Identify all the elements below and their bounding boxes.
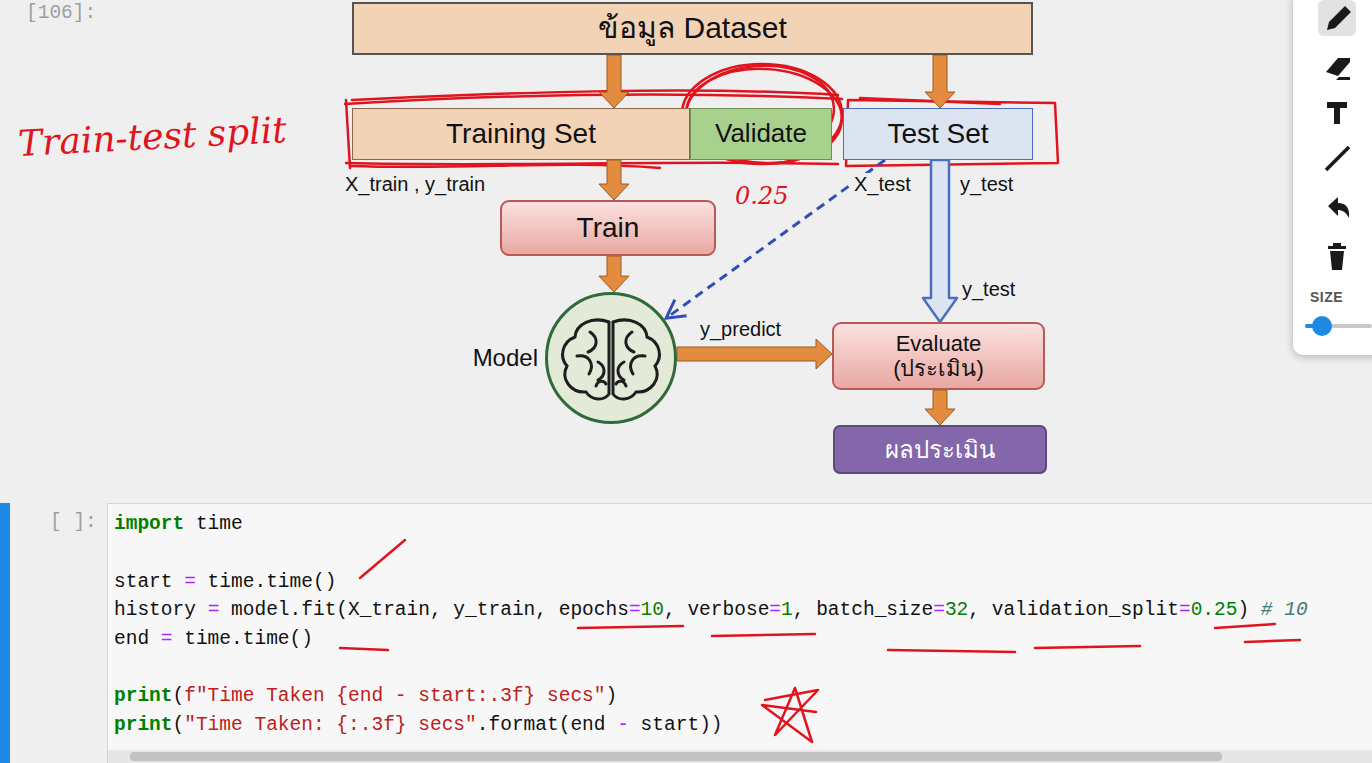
block-arrow xyxy=(599,55,629,108)
handwritten-note: Train-test split xyxy=(17,109,287,164)
test-set-box: Test Set xyxy=(843,108,1033,160)
scrollbar-thumb xyxy=(130,752,1222,761)
node-text: Model xyxy=(473,344,538,372)
toolbar-icons xyxy=(1305,0,1372,336)
node-text: ข้อมูล Dataset xyxy=(598,11,787,46)
code-line: start = time.time() xyxy=(114,569,336,595)
block-arrow xyxy=(599,160,629,200)
hollow-arrow xyxy=(923,160,957,322)
node-text: Test Set xyxy=(887,118,988,150)
connector xyxy=(677,339,832,369)
evaluate-box: Evaluate (ประเมิน) xyxy=(832,322,1045,390)
code-line: end = time.time() xyxy=(114,626,313,652)
code-line: import time xyxy=(114,511,243,537)
data-label: X_train , y_train xyxy=(345,173,485,196)
validate-box: Validate xyxy=(690,108,832,160)
node-text: Training Set xyxy=(446,118,596,150)
node-text: Train xyxy=(577,212,640,244)
code-line: print("Time Taken: {:.3f} secs".format(e… xyxy=(114,712,723,738)
training-set-box: Training Set xyxy=(352,108,690,160)
connector xyxy=(599,160,629,200)
code-line: history = model.fit(X_train, y_train, ep… xyxy=(114,597,1308,623)
node-text: Evaluate (ประเมิน) xyxy=(874,331,1004,382)
block-arrow xyxy=(925,55,955,108)
handwritten-note: 0.25 xyxy=(735,182,788,210)
prompt-number: [ ]: xyxy=(50,511,97,533)
data-label: X_test xyxy=(852,173,913,196)
block-arrow xyxy=(925,390,955,425)
connector xyxy=(599,256,629,292)
code-line: print(f"Time Taken {end - start:.3f} sec… xyxy=(114,683,617,709)
model-circle: Model xyxy=(545,292,677,424)
arrowhead xyxy=(666,300,686,319)
connector xyxy=(923,160,957,322)
block-arrow xyxy=(677,339,832,369)
train-box: Train xyxy=(500,200,716,256)
node-text: ผลประเมิน xyxy=(885,436,995,464)
prompt-number: [106]: xyxy=(26,2,96,24)
dataset-box: ข้อมูล Dataset xyxy=(352,2,1033,55)
connector xyxy=(599,55,629,108)
brain-icon xyxy=(563,320,660,399)
edge-label: y_predict xyxy=(700,318,781,341)
model-ground xyxy=(547,294,675,422)
edge-label: y_test xyxy=(962,278,1015,301)
result-box: ผลประเมิน xyxy=(833,425,1047,474)
data-label: y_test xyxy=(960,173,1013,196)
red-annotation xyxy=(340,61,1300,742)
block-arrow xyxy=(599,256,629,292)
connector xyxy=(925,390,955,425)
cell-marker xyxy=(0,503,10,763)
node-text: Validate xyxy=(715,119,807,149)
toolbar-label: SIZE xyxy=(1310,289,1343,305)
connector xyxy=(925,55,955,108)
